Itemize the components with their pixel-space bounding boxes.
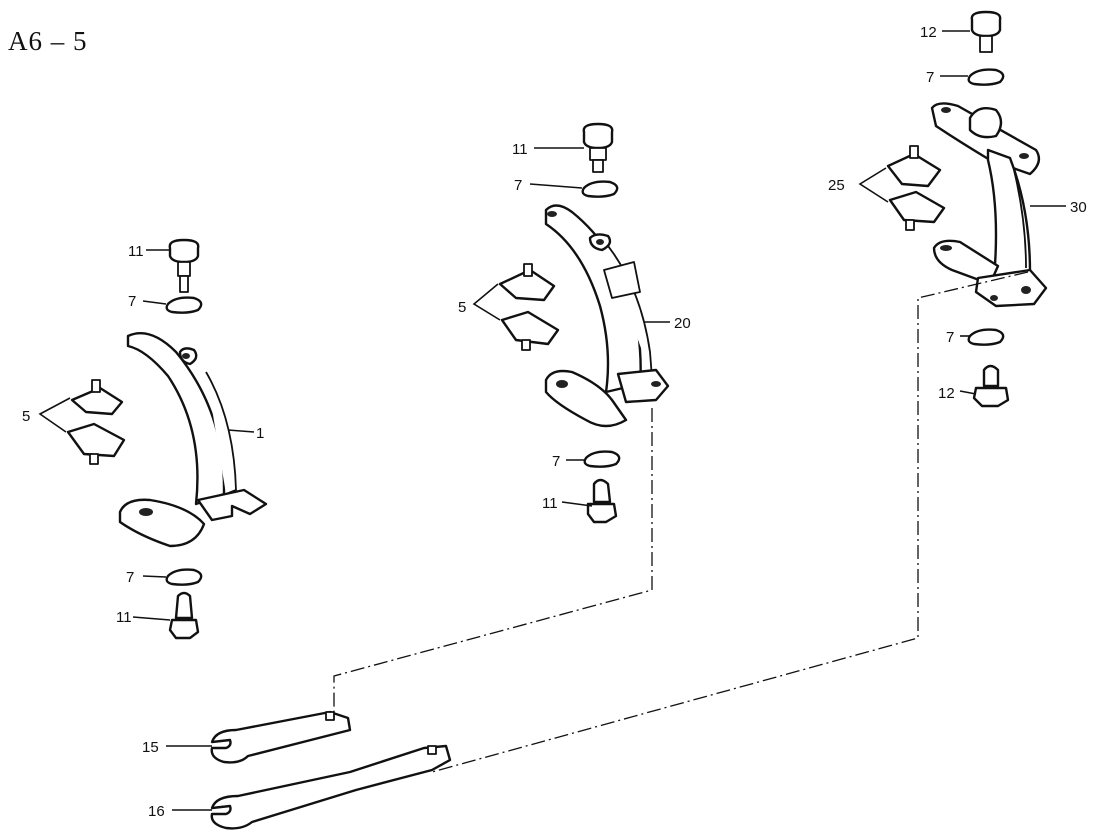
adjusting-tool-16 xyxy=(210,744,452,830)
label-fork30-rest: 25 xyxy=(828,177,845,194)
centerline-fork20-to-tool15 xyxy=(333,408,653,716)
callout-labels: 11 7 5 1 7 11 11 7 5 20 7 11 12 7 25 30 … xyxy=(22,24,1087,820)
label-fork1-bolt-bottom: 11 xyxy=(116,609,132,626)
washer-7-top-left xyxy=(165,296,203,314)
assembly-fork-1 xyxy=(66,238,268,640)
label-fork20-bolt-top: 11 xyxy=(512,141,528,158)
adjusting-tool-15 xyxy=(210,710,352,764)
label-fork1-washer-bottom: 7 xyxy=(126,569,134,586)
washer-7-top-right xyxy=(967,68,1005,86)
label-fork20-rest: 5 xyxy=(458,299,466,316)
shift-fork-30 xyxy=(930,102,1048,308)
washer-7-bottom-right xyxy=(967,328,1005,346)
label-fork30-bolt-top: 12 xyxy=(920,24,937,41)
assembly-fork-30 xyxy=(886,10,1048,408)
shift-fork-20 xyxy=(544,204,670,428)
label-fork1-rest: 5 xyxy=(22,408,30,425)
bolt-11-top-left xyxy=(168,238,200,293)
bolt-12-bottom-right xyxy=(972,364,1010,408)
bolt-12-top-right xyxy=(970,10,1002,53)
label-tool-16: 16 xyxy=(148,803,165,820)
label-fork20-washer-bottom: 7 xyxy=(552,453,560,470)
washer-7-top-middle xyxy=(581,180,619,198)
washer-7-bottom-middle xyxy=(583,450,621,468)
label-tool-15: 15 xyxy=(142,739,159,756)
leader-lines xyxy=(38,30,1066,811)
label-fork30-part: 30 xyxy=(1070,199,1087,216)
centerline-fork30-to-tool16 xyxy=(431,271,1029,773)
label-fork30-bolt-bottom: 12 xyxy=(938,385,955,402)
label-fork1-part: 1 xyxy=(256,425,264,442)
shift-fork-1 xyxy=(118,332,268,548)
label-fork30-washer-top: 7 xyxy=(926,69,934,86)
washer-7-bottom-left xyxy=(165,568,203,586)
label-fork20-part: 20 xyxy=(674,315,691,332)
shift-rest-5-left xyxy=(66,379,126,465)
shift-rest-5-middle xyxy=(498,263,560,351)
bolt-11-bottom-left xyxy=(168,591,200,640)
bolt-11-bottom-middle xyxy=(586,478,618,524)
label-fork30-washer-bottom: 7 xyxy=(946,329,954,346)
label-fork20-washer-top: 7 xyxy=(514,177,522,194)
bolt-11-top-middle xyxy=(582,122,614,173)
shift-rest-25-right xyxy=(886,145,946,231)
assembly-fork-20 xyxy=(498,122,670,524)
page-title: A6 – 5 xyxy=(8,26,88,56)
label-fork20-bolt-bottom: 11 xyxy=(542,495,558,512)
label-fork1-bolt-top: 11 xyxy=(128,243,144,260)
label-fork1-washer-top: 7 xyxy=(128,293,136,310)
